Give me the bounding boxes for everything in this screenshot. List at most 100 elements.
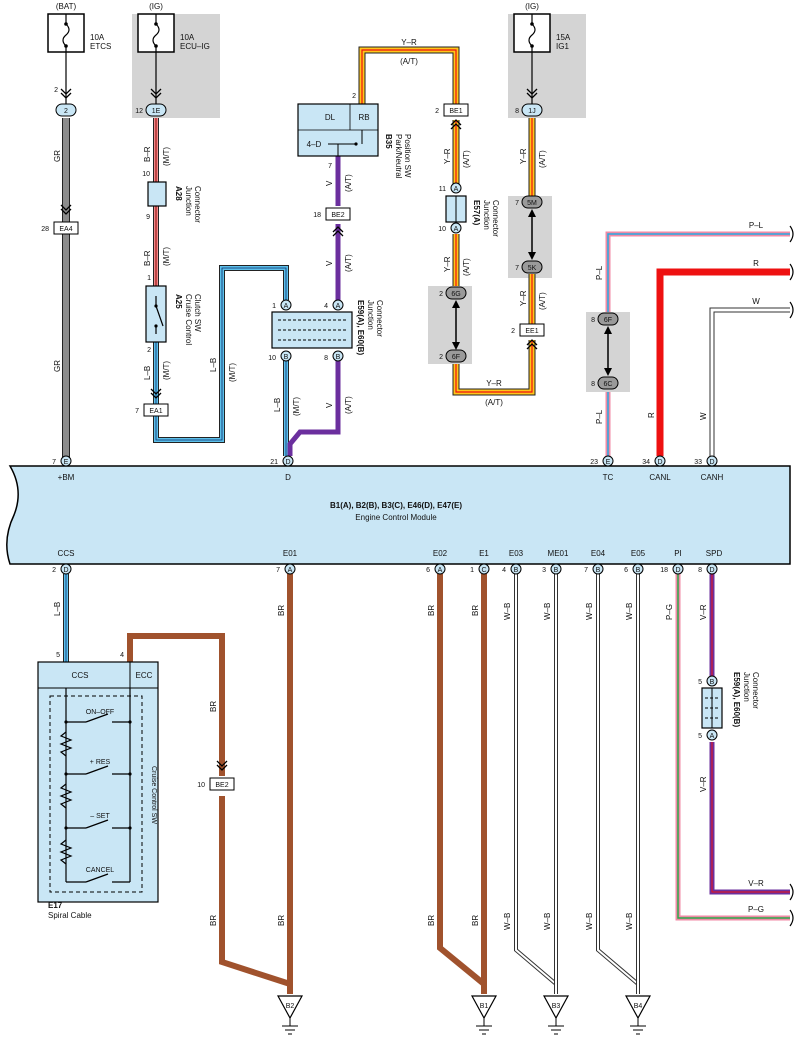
fuse-ecu-ig-name: ECU–IG <box>180 42 210 51</box>
connector-1e: 12 1E <box>135 88 167 117</box>
svg-text:(A/T): (A/T) <box>485 398 503 407</box>
svg-text:E: E <box>64 459 69 466</box>
svg-text:D: D <box>285 473 291 482</box>
svg-text:E02: E02 <box>433 549 448 558</box>
svg-text:CANCEL: CANCEL <box>86 867 115 874</box>
svg-text:L–B: L–B <box>209 358 218 372</box>
engine-control-module: B1(A), B2(B), B3(C), E46(D), E47(E) Engi… <box>6 465 791 565</box>
svg-text:C: C <box>481 567 486 574</box>
svg-text:CCS: CCS <box>58 549 75 558</box>
svg-text:4: 4 <box>324 303 328 310</box>
svg-text:A: A <box>336 303 341 310</box>
connector-ea1: 7 EA1 <box>135 388 169 417</box>
svg-text:L–B: L–B <box>53 602 62 616</box>
ecm-pin-canh: D 33 CANH <box>694 455 724 482</box>
svg-text:W–B: W–B <box>585 603 594 620</box>
connector-be2-lower: BE2 10 <box>197 760 235 791</box>
ecm-pin-me01: ME01 B 3 <box>542 549 569 575</box>
fuse-ig1-rating: 15A <box>556 33 571 42</box>
junction-5m-5k: 7 5M 7 5K <box>515 195 543 274</box>
fuse-ig1: (IG) 15A IG1 <box>513 2 571 53</box>
ecm-pin-e04: E04 B 7 <box>584 549 606 575</box>
svg-text:5: 5 <box>698 679 702 686</box>
component-code: E17 <box>48 901 63 910</box>
svg-text:7: 7 <box>328 163 332 170</box>
wire-y-r-bottom <box>452 340 536 396</box>
svg-text:BR: BR <box>209 915 218 926</box>
svg-text:10: 10 <box>438 226 446 233</box>
svg-text:2: 2 <box>439 354 443 361</box>
svg-text:A: A <box>288 567 293 574</box>
svg-text:3: 3 <box>542 567 546 574</box>
component-code: A28 <box>174 186 183 201</box>
fuse-etcs: (BAT) 10A ETCS <box>47 2 111 53</box>
svg-text:B3: B3 <box>552 1003 561 1010</box>
svg-text:Junction: Junction <box>366 300 375 330</box>
connector-ea4: 28 EA4 <box>41 204 79 235</box>
connector-be1: BE1 2 <box>435 103 469 130</box>
svg-text:6F: 6F <box>604 317 612 324</box>
svg-text:E05: E05 <box>631 549 646 558</box>
svg-text:GR: GR <box>53 150 62 162</box>
svg-text:Connector: Connector <box>751 672 760 709</box>
connector-label: 1E <box>152 108 161 115</box>
svg-text:1: 1 <box>147 275 151 282</box>
svg-text:Clutch SW: Clutch SW <box>193 294 202 332</box>
svg-text:2: 2 <box>439 291 443 298</box>
svg-text:10: 10 <box>268 355 276 362</box>
svg-text:BR: BR <box>471 915 480 926</box>
svg-text:RB: RB <box>358 113 369 122</box>
svg-text:6: 6 <box>624 567 628 574</box>
fuse-etcs-name: ETCS <box>90 42 111 51</box>
svg-text:A: A <box>454 186 459 193</box>
wire-l-b-clutch <box>153 265 289 443</box>
svg-text:+ RES: + RES <box>90 759 111 766</box>
ground-b2: B2 <box>276 995 304 1035</box>
svg-text:B: B <box>336 354 341 361</box>
svg-text:BR: BR <box>277 605 286 616</box>
wire-w-b <box>514 574 640 994</box>
svg-text:P–L: P–L <box>595 265 604 280</box>
pin-number: 2 <box>54 87 58 94</box>
svg-text:6F: 6F <box>452 354 460 361</box>
junction-6g-6f: 2 6G 2 6F <box>439 286 467 363</box>
svg-text:Spiral Cable: Spiral Cable <box>48 911 92 920</box>
connector-label: 2 <box>64 108 68 115</box>
ecm-pin-tc: E 23 TC <box>590 455 614 482</box>
svg-text:D: D <box>709 459 714 466</box>
ecm-pin-e03: E03 B 4 <box>502 549 524 575</box>
svg-text:B: B <box>636 567 641 574</box>
svg-text:7: 7 <box>276 567 280 574</box>
fuse-etcs-source: (BAT) <box>56 2 77 11</box>
component-e57: A 11 A 10 E57(A) Junction Connector <box>438 182 500 237</box>
svg-text:(A/T): (A/T) <box>462 150 471 168</box>
svg-text:Y–R: Y–R <box>443 256 452 272</box>
ground-b4: B4 <box>624 995 652 1035</box>
svg-text:W–B: W–B <box>503 913 512 930</box>
svg-text:A: A <box>710 733 715 740</box>
svg-text:Connector: Connector <box>375 300 384 337</box>
svg-text:R: R <box>647 412 656 418</box>
svg-text:6: 6 <box>426 567 430 574</box>
svg-text:B: B <box>596 567 601 574</box>
svg-text:18: 18 <box>313 212 321 219</box>
fuse-ig1-name: IG1 <box>556 42 569 51</box>
svg-text:E: E <box>606 459 611 466</box>
svg-text:Cruise Control SW: Cruise Control SW <box>150 766 157 824</box>
svg-text:5K: 5K <box>528 265 537 272</box>
svg-text:D: D <box>63 567 68 574</box>
svg-text:B: B <box>284 354 289 361</box>
svg-text:Y–R: Y–R <box>486 379 502 388</box>
svg-text:BR: BR <box>471 605 480 616</box>
svg-text:8: 8 <box>324 355 328 362</box>
svg-text:A: A <box>438 567 443 574</box>
fuse-ecu-ig-source: (IG) <box>149 2 163 11</box>
svg-text:V: V <box>325 180 334 186</box>
svg-text:Junction: Junction <box>184 186 193 216</box>
svg-text:8: 8 <box>591 381 595 388</box>
svg-text:W–B: W–B <box>625 603 634 620</box>
svg-text:BE2: BE2 <box>331 212 344 219</box>
svg-text:D: D <box>675 567 680 574</box>
svg-text:D: D <box>285 459 290 466</box>
svg-text:7: 7 <box>584 567 588 574</box>
